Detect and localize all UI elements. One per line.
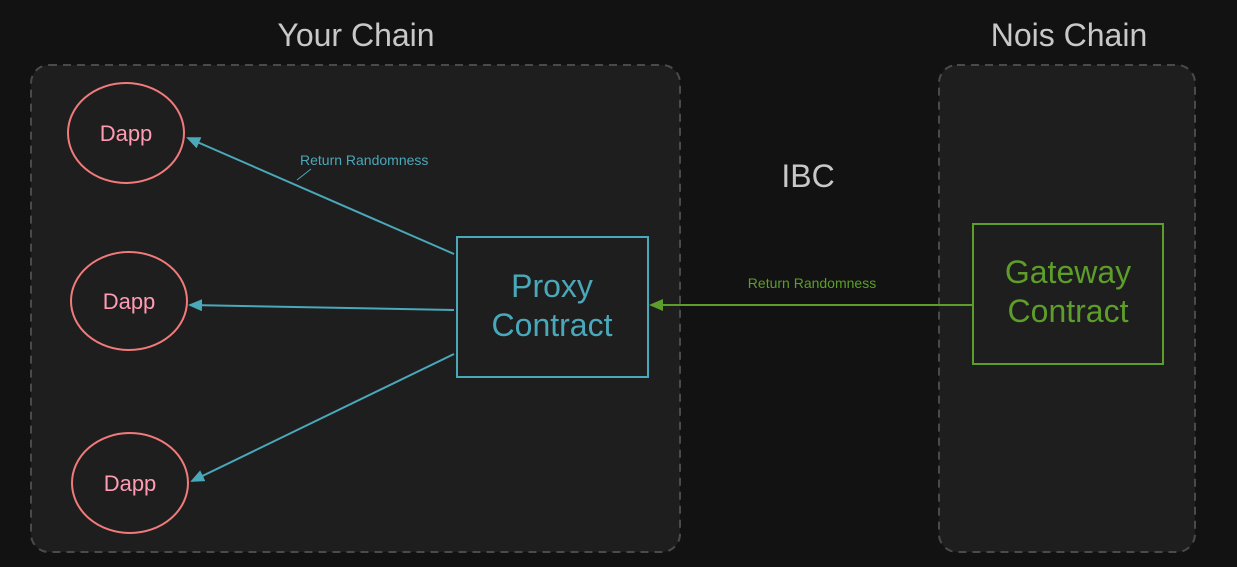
your-chain-title: Your Chain xyxy=(277,17,434,53)
nois-chain-container xyxy=(938,64,1196,553)
dapp-label: Dapp xyxy=(104,471,157,496)
gateway-contract-node[interactable]: Gateway Contract xyxy=(972,223,1164,365)
return-randomness-leader-line xyxy=(296,168,312,181)
gateway-to-proxy-label: Return Randomness xyxy=(748,275,876,291)
proxy-to-dapp-label: Return Randomness xyxy=(300,152,428,168)
proxy-contract-node[interactable]: Proxy Contract xyxy=(456,236,649,378)
proxy-to-dapp-3-arrow xyxy=(190,353,455,482)
gateway-label-line2: Contract xyxy=(1008,293,1129,329)
dapp-node-2[interactable]: Dapp xyxy=(70,251,188,351)
dapp-label: Dapp xyxy=(103,289,156,314)
ibc-label: IBC xyxy=(781,158,834,194)
gateway-label-line1: Gateway xyxy=(1005,254,1131,290)
proxy-to-dapp-1-arrow xyxy=(186,137,455,255)
nois-chain-title: Nois Chain xyxy=(991,17,1148,53)
proxy-label-line1: Proxy xyxy=(511,268,593,304)
dapp-label: Dapp xyxy=(100,121,153,146)
dapp-node-3[interactable]: Dapp xyxy=(71,432,189,534)
dapp-node-1[interactable]: Dapp xyxy=(67,82,185,184)
proxy-label-line2: Contract xyxy=(492,307,613,343)
proxy-to-dapp-2-arrow xyxy=(188,299,455,312)
